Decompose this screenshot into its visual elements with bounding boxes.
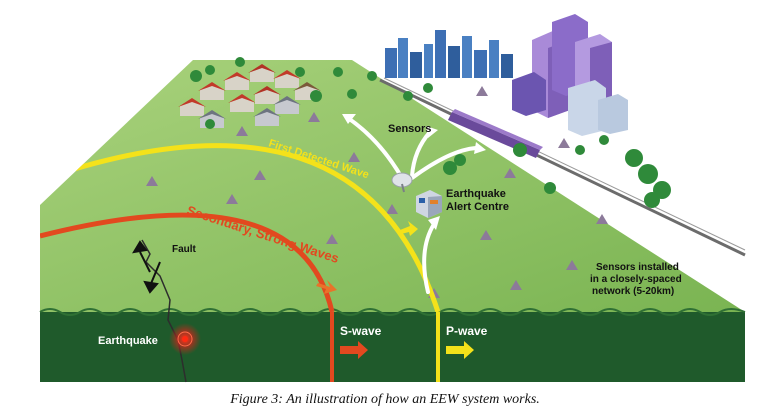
epicenter-icon <box>169 323 201 355</box>
house-icon <box>178 64 321 128</box>
fault-label: Fault <box>172 244 197 255</box>
s-wave-front <box>40 212 335 312</box>
fault-arrows-icon <box>132 240 161 294</box>
ground-cross-section <box>40 312 745 382</box>
s-wave-label: S-wave <box>340 324 382 338</box>
alert-centre-label-2: Alert Centre <box>446 201 509 213</box>
railway <box>379 78 746 257</box>
earthquake-label: Earthquake <box>98 335 158 347</box>
building-icon <box>416 190 442 218</box>
p-wave-label: P-wave <box>446 324 488 338</box>
alert-centre-label-1: Earthquake <box>446 188 506 200</box>
satellite-dish-icon <box>391 172 413 193</box>
s-surface-arrow-icon <box>316 280 337 294</box>
skyscraper-icon <box>385 14 628 136</box>
network-label-3: network (5-20km) <box>592 286 674 297</box>
p-wave-arrow-icon <box>446 341 474 359</box>
sensors-label: Sensors <box>388 123 431 135</box>
network-label-2: in a closely-spaced <box>590 274 682 285</box>
p-surface-arrow-icon <box>400 221 418 236</box>
signal-arrows <box>346 116 478 294</box>
surface-edge <box>39 308 746 316</box>
s-wave-arrow-icon <box>340 341 368 359</box>
figure-caption: Figure 3: An illustration of how an EEW … <box>230 392 540 407</box>
tree-icon <box>190 57 671 208</box>
network-label-1: Sensors installed <box>596 262 679 273</box>
p-wave-front <box>40 143 441 312</box>
sensor-icon <box>146 86 608 298</box>
